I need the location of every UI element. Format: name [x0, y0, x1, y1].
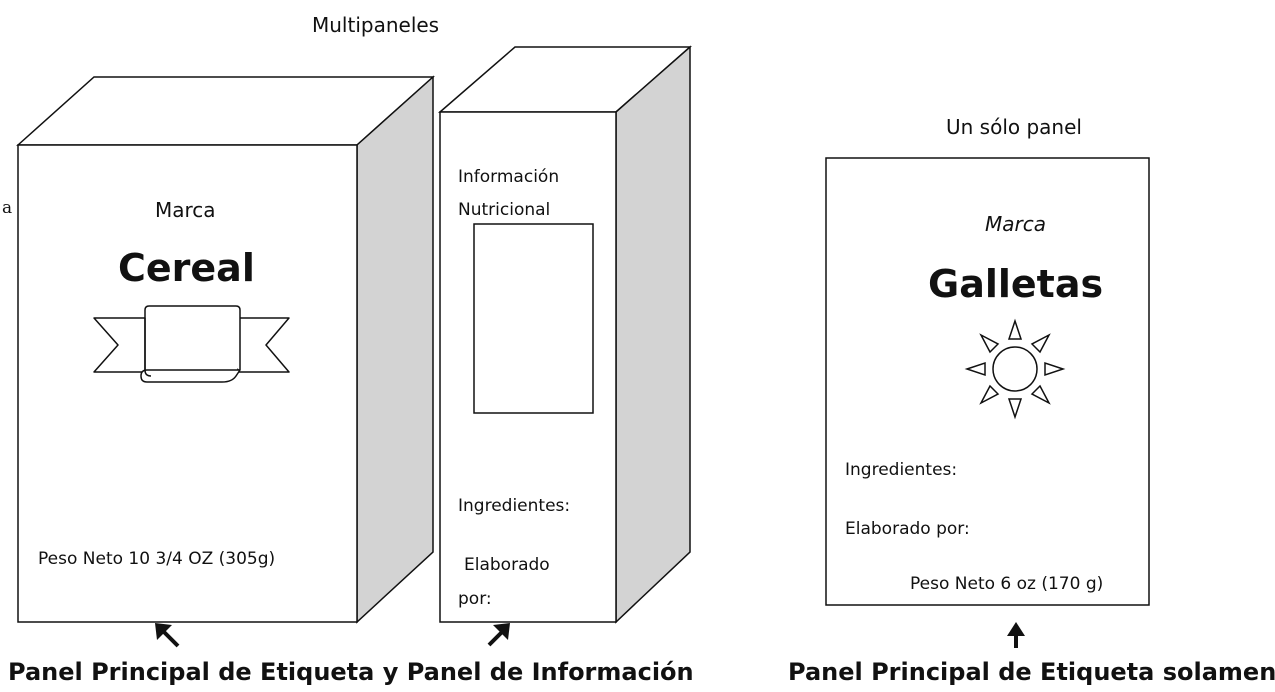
arrow-up-left-icon	[155, 623, 180, 648]
info-box	[437, 45, 692, 624]
cereal-box-side	[356, 75, 434, 624]
arrow-up-icon	[1007, 622, 1025, 648]
info-box-side	[615, 45, 691, 624]
single-panel-heading: Un sólo panel	[946, 115, 1082, 139]
arrow-up-right-icon	[487, 623, 510, 647]
single-ingredients: Ingredientes:	[845, 460, 958, 480]
multipanel-caption: Panel Principal de Etiqueta y Panel de I…	[8, 658, 694, 686]
nutrition-facts-box	[473, 223, 594, 414]
info-made-by-line1: Elaborado	[464, 555, 550, 575]
stray-character: a	[2, 198, 13, 218]
info-label-line1: Información	[458, 167, 560, 187]
single-panel-caption: Panel Principal de Etiqueta solamente	[788, 658, 1275, 686]
multipanel-heading: Multipaneles	[312, 13, 440, 37]
single-made-by: Elaborado por:	[845, 519, 970, 539]
ribbon-banner-icon	[93, 305, 290, 383]
single-brand: Marca	[985, 212, 1046, 236]
cereal-box-front	[17, 144, 358, 623]
single-net-weight: Peso Neto 6 oz (170 g)	[910, 574, 1104, 594]
info-made-by-line2: por:	[458, 589, 492, 609]
single-product-name: Galletas	[928, 262, 1104, 306]
cereal-box	[16, 75, 435, 624]
info-label-line2: Nutricional	[458, 200, 551, 220]
cereal-net-weight: Peso Neto 10 3/4 OZ (305g)	[38, 549, 276, 569]
info-ingredients: Ingredientes:	[458, 496, 571, 516]
cereal-brand: Marca	[155, 198, 216, 222]
single-panel	[825, 157, 1150, 606]
sun-icon	[964, 318, 1066, 420]
cereal-product-name: Cereal	[118, 246, 255, 290]
